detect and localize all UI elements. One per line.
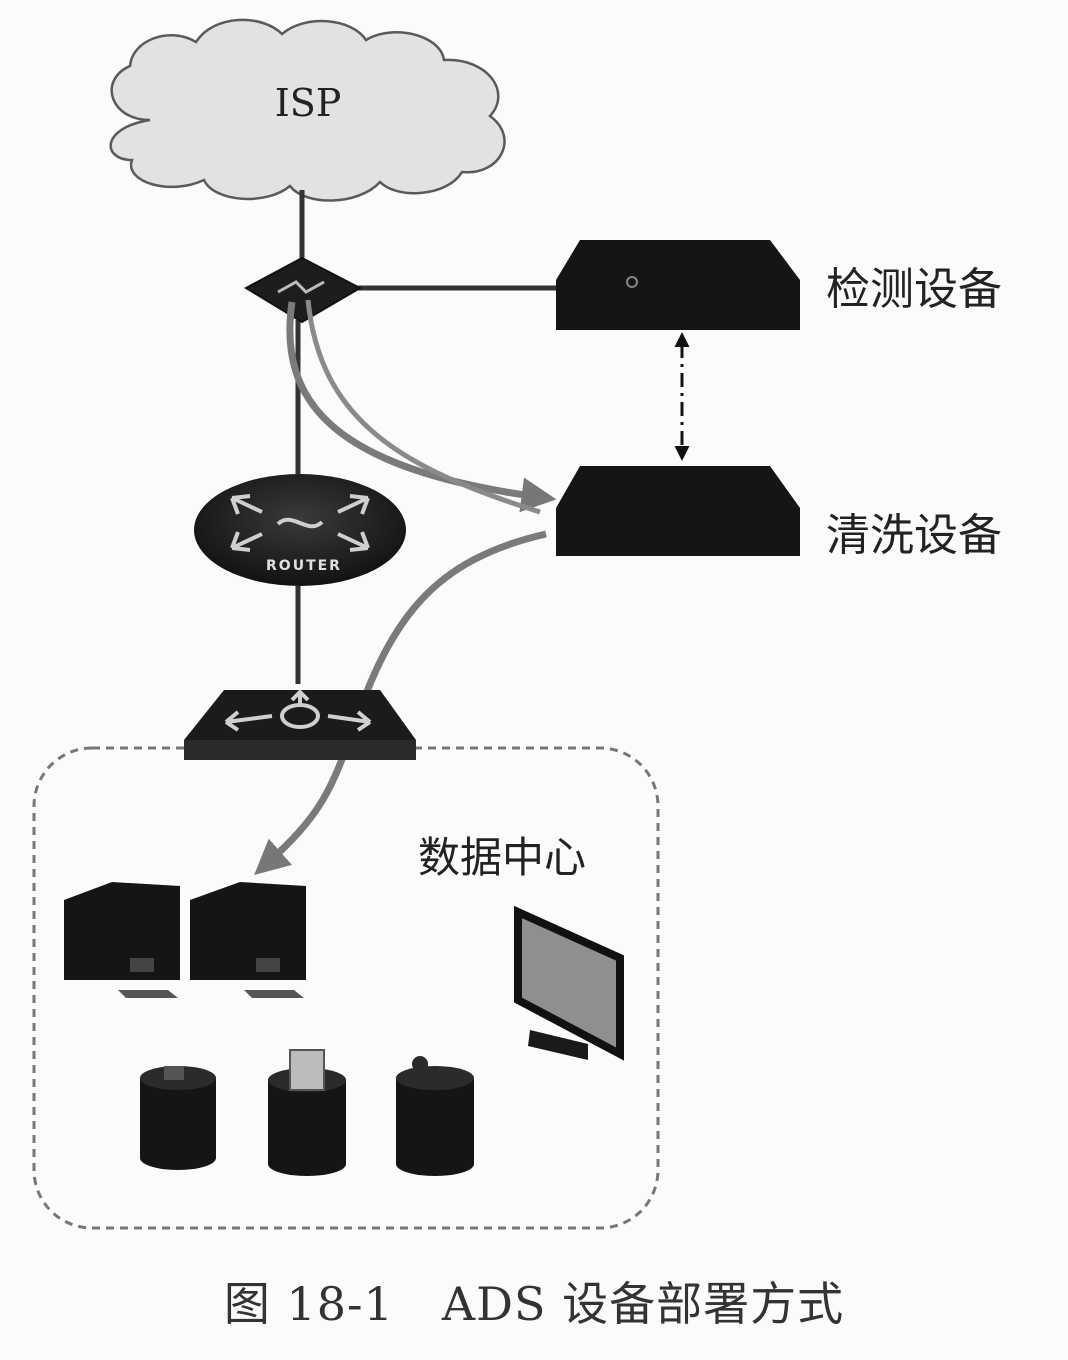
detection-device-icon <box>556 240 800 330</box>
router-icon: ROUTER <box>194 474 406 586</box>
database-2-icon <box>268 1049 346 1176</box>
figure-title: ADS 设备部署方式 <box>441 1277 845 1331</box>
diversion-flow-secondary <box>305 299 541 515</box>
figure-caption: 图 18-1 ADS 设备部署方式 <box>0 1268 1068 1334</box>
diversion-flow-arrow <box>286 301 557 513</box>
monitor-icon <box>514 905 624 1061</box>
cleaning-device-label: 清洗设备 <box>826 510 1002 561</box>
server-1-icon <box>64 882 180 998</box>
database-1-icon <box>140 1066 216 1170</box>
links <box>295 190 556 684</box>
cleaning-device-icon <box>556 466 800 556</box>
core-switch-icon <box>184 689 416 760</box>
isp-cloud-icon: ISP <box>109 18 506 202</box>
edge-switch-icon <box>243 256 363 324</box>
isp-label: ISP <box>275 81 342 125</box>
database-3-icon <box>396 1056 474 1176</box>
figure-number: 图 18-1 <box>223 1277 394 1331</box>
router-label: ROUTER <box>266 558 342 574</box>
datacenter-label: 数据中心 <box>418 833 586 882</box>
detection-device-label: 检测设备 <box>826 264 1002 315</box>
server-2-icon <box>190 882 306 998</box>
